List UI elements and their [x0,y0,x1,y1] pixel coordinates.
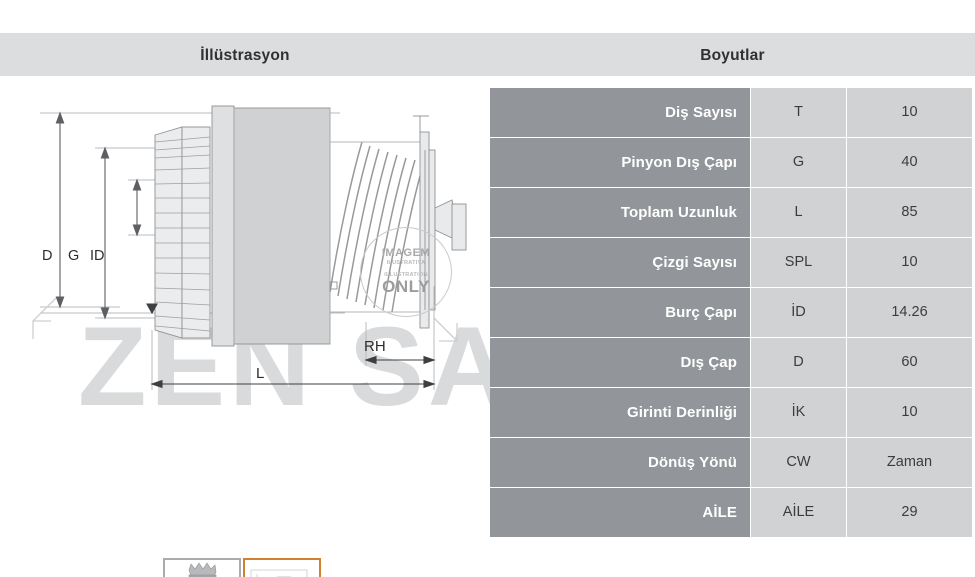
spec-label: AİLE [490,488,750,537]
dim-label-l: L [256,365,265,382]
spec-value: Zaman [847,438,972,487]
table-row: Burç Çapı İD 14.26 [490,288,975,337]
table-header-strip: İllüstrasyon Boyutlar [0,33,975,78]
dimensions-column-header: Boyutlar [700,46,765,64]
spec-symbol: AİLE [750,488,847,537]
spec-symbol: D [750,338,847,387]
table-row: Çizgi Sayısı SPL 10 [490,238,975,287]
spec-label: Dış Çap [490,338,750,387]
stamp-line-imagem: IMAGEM [381,247,431,260]
spec-value: 60 [847,338,972,387]
table-row: Dış Çap D 60 [490,338,975,387]
illustration-panel: ZEN SA [0,80,490,577]
spec-label: Girinti Derinliği [490,388,750,437]
stamp-line-illustration: ILLUSTRATION [384,272,428,279]
spec-label: Toplam Uzunluk [490,188,750,237]
product-photo-icon [188,562,217,577]
technical-drawing-icon: ZEN SA [250,569,308,577]
table-row: Toplam Uzunluk L 85 [490,188,975,237]
dim-label-d: D [42,248,53,264]
table-row: AİLE AİLE 29 [490,488,975,537]
dim-label-id: ID [90,248,105,264]
illustration-column-header: İllüstrasyon [200,46,290,64]
dimensions-table: Diş Sayısı T 10 Pinyon Dış Çapı G 40 Top… [490,88,975,538]
spec-value: 14.26 [847,288,972,337]
spec-symbol: CW [750,438,847,487]
dim-label-g: G [68,248,80,264]
spec-symbol: G [750,138,847,187]
spec-label: Burç Çapı [490,288,750,337]
thumbnail-product-photo[interactable] [163,558,241,577]
dim-label-rh: RH [364,338,386,355]
spec-symbol: SPL [750,238,847,287]
spec-symbol: İD [750,288,847,337]
spec-value: 29 [847,488,972,537]
spec-symbol: İK [750,388,847,437]
spec-symbol: T [750,88,847,137]
starter-drive-technical-drawing [32,105,467,390]
stamp-line-ilustrativa: ILUSTRATIVA [386,259,426,266]
spec-label: Çizgi Sayısı [490,238,750,287]
spec-value: 10 [847,388,972,437]
table-row: Diş Sayısı T 10 [490,88,975,137]
table-row: Girinti Derinliği İK 10 [490,388,975,437]
thumbnail-gallery: ZEN SA [163,558,321,577]
spec-value: 10 [847,238,972,287]
spec-value: 85 [847,188,972,237]
spec-label: Dönüş Yönü [490,438,750,487]
spec-value: 40 [847,138,972,187]
stamp-line-only: ONLY [382,277,430,297]
spec-value: 10 [847,88,972,137]
table-row: Dönüş Yönü CW Zaman [490,438,975,487]
illustration-only-stamp: IMAGEM ILUSTRATIVA ILLUSTRATION ONLY [360,227,452,317]
spec-symbol: L [750,188,847,237]
table-row: Pinyon Dış Çapı G 40 [490,138,975,187]
spec-label: Diş Sayısı [490,88,750,137]
spec-label: Pinyon Dış Çapı [490,138,750,187]
thumbnail-technical-drawing[interactable]: ZEN SA [243,558,321,577]
